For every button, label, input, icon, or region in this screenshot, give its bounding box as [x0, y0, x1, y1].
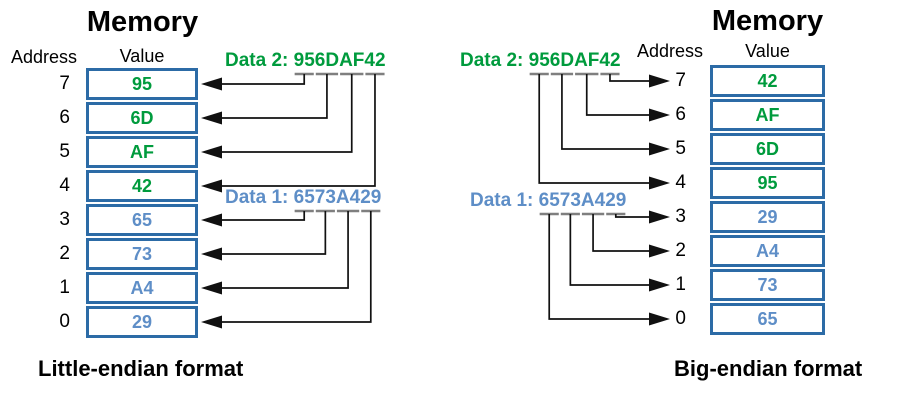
- byte-span: AF: [574, 50, 600, 71]
- address-label: 1: [59, 277, 70, 298]
- data-label-prefix: Data 1:: [470, 190, 539, 211]
- value-column-header: Value: [119, 46, 165, 66]
- address-label: 3: [59, 209, 70, 230]
- memory-cell: 29: [710, 201, 825, 233]
- byte-span: 29: [605, 190, 627, 211]
- address-column: 7 6 5 4 3 2 1 0: [26, 68, 70, 340]
- memory-cell: 65: [710, 303, 825, 335]
- byte-span: A4: [580, 190, 606, 211]
- byte-span: 95: [293, 50, 315, 71]
- byte-span: 6D: [314, 50, 340, 71]
- memory-cell: 73: [710, 269, 825, 301]
- byte-span: 95: [528, 50, 550, 71]
- data2-label: Data 2: 956DAF42: [460, 50, 621, 72]
- memory-cell: AF: [86, 136, 198, 168]
- address-label: 5: [59, 141, 70, 162]
- byte-span: 65: [538, 190, 560, 211]
- memory-cell: A4: [86, 272, 198, 304]
- address-label: 2: [675, 240, 686, 261]
- byte-span: A4: [335, 187, 361, 208]
- address-label: 0: [675, 308, 686, 329]
- memory-cell: 42: [710, 65, 825, 97]
- data1-label: Data 1: 6573A429: [470, 190, 626, 212]
- value-column-header: Value: [745, 41, 790, 61]
- byte-span: 73: [314, 187, 336, 208]
- address-column: 7 6 5 4 3 2 1 0: [666, 65, 686, 337]
- memory-cell: AF: [710, 99, 825, 131]
- address-label: 1: [675, 274, 686, 295]
- address-column-header: Address: [636, 41, 704, 61]
- byte-span: 42: [599, 50, 621, 71]
- address-column-header: Address: [10, 47, 78, 67]
- data2-label: Data 2: 956DAF42: [225, 50, 386, 72]
- memory-title: Memory: [86, 6, 199, 38]
- data-label-prefix: Data 1:: [225, 187, 294, 208]
- address-label: 3: [675, 206, 686, 227]
- memory-cell: 65: [86, 204, 198, 236]
- big-endian-caption: Big-endian format: [674, 356, 863, 381]
- address-label: 5: [675, 138, 686, 159]
- byte-span: 6D: [549, 50, 575, 71]
- memory-cell: 95: [710, 167, 825, 199]
- address-label: 6: [675, 104, 686, 125]
- byte-span: AF: [339, 50, 365, 71]
- data-label-prefix: Data 2:: [460, 50, 529, 71]
- byte-span: 65: [293, 187, 315, 208]
- byte-span: 73: [559, 190, 581, 211]
- address-label: 0: [59, 311, 70, 332]
- memory-title: Memory: [711, 5, 824, 37]
- address-label: 7: [675, 70, 686, 91]
- data-label-prefix: Data 2:: [225, 50, 294, 71]
- memory-cell: 29: [86, 306, 198, 338]
- memory-cell: 73: [86, 238, 198, 270]
- byte-span: 29: [360, 187, 382, 208]
- memory-cell: A4: [710, 235, 825, 267]
- little-endian-caption: Little-endian format: [38, 356, 244, 381]
- memory-cell: 42: [86, 170, 198, 202]
- memory-cell: 6D: [86, 102, 198, 134]
- address-label: 6: [59, 107, 70, 128]
- memory-cell: 6D: [710, 133, 825, 165]
- address-label: 4: [675, 172, 686, 193]
- memory-cell: 95: [86, 68, 198, 100]
- byte-span: 42: [364, 50, 386, 71]
- data1-label: Data 1: 6573A429: [225, 187, 381, 209]
- address-label: 7: [59, 73, 70, 94]
- address-label: 4: [59, 175, 70, 196]
- address-label: 2: [59, 243, 70, 264]
